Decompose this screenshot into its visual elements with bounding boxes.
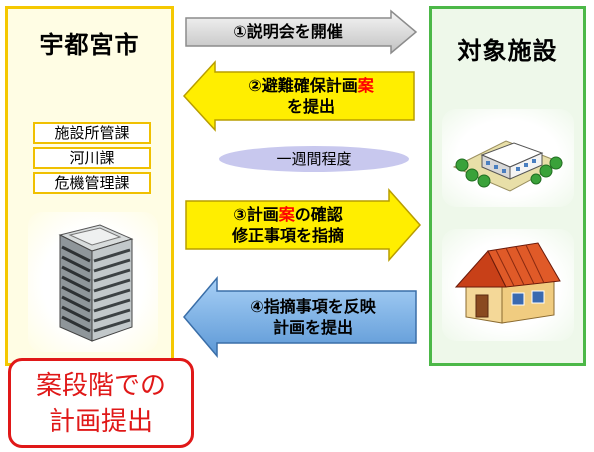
city-panel: 宇都宮市 施設所管課 河川課 危機管理課 bbox=[5, 6, 174, 366]
dept-facility-management: 施設所管課 bbox=[33, 122, 151, 144]
city-title: 宇都宮市 bbox=[39, 31, 140, 59]
submit-plan-line2: 計画を提出 bbox=[272, 318, 353, 337]
office-building-icon bbox=[58, 224, 134, 342]
review-line1-suffix: の確認 bbox=[294, 205, 343, 224]
submit-draft-label: ②避難確保計画案 を提出 bbox=[211, 75, 411, 117]
draft-stage-callout: 案段階での 計画提出 bbox=[8, 358, 194, 448]
review-line2: 修正事項を指摘 bbox=[231, 226, 344, 245]
dept-river: 河川課 bbox=[33, 147, 151, 169]
arrow-review-draft: ③計画案の確認 修正事項を指摘 bbox=[183, 188, 423, 262]
left-arrow-shape bbox=[183, 276, 417, 358]
facility-title: 対象施設 bbox=[457, 37, 558, 65]
right-arrow-shape bbox=[185, 188, 422, 262]
left-arrow-shape bbox=[182, 60, 415, 132]
callout-line1: 案段階での bbox=[35, 371, 166, 401]
arrow-submit-draft: ②避難確保計画案 を提出 bbox=[181, 60, 417, 132]
draft-emphasis: 案 bbox=[357, 76, 374, 95]
briefing-label: ①説明会を開催 bbox=[233, 22, 343, 41]
submit-draft-line1: ②避難確保計画 bbox=[248, 76, 358, 95]
facility-complex-icon bbox=[452, 140, 564, 192]
submit-draft-line2: を提出 bbox=[286, 97, 335, 116]
facility-panel: 対象施設 bbox=[429, 6, 586, 366]
house-icon bbox=[454, 242, 561, 324]
review-line1-prefix: ③計画 bbox=[233, 205, 279, 224]
submit-plan-line1: ④指摘事項を反映 bbox=[250, 297, 376, 316]
callout-line2: 計画提出 bbox=[48, 407, 153, 437]
dept-crisis-management: 危機管理課 bbox=[33, 172, 151, 194]
review-draft-label: ③計画案の確認 修正事項を指摘 bbox=[183, 204, 393, 246]
arrow-submit-plan: ④指摘事項を反映 計画を提出 bbox=[181, 276, 419, 358]
arrow-briefing: ①説明会を開催 bbox=[183, 9, 419, 55]
period-label: 一週間程度 bbox=[219, 146, 409, 172]
draft-emphasis: 案 bbox=[278, 205, 295, 224]
submit-plan-label: ④指摘事項を反映 計画を提出 bbox=[213, 296, 413, 338]
right-arrow-shape bbox=[185, 9, 418, 55]
